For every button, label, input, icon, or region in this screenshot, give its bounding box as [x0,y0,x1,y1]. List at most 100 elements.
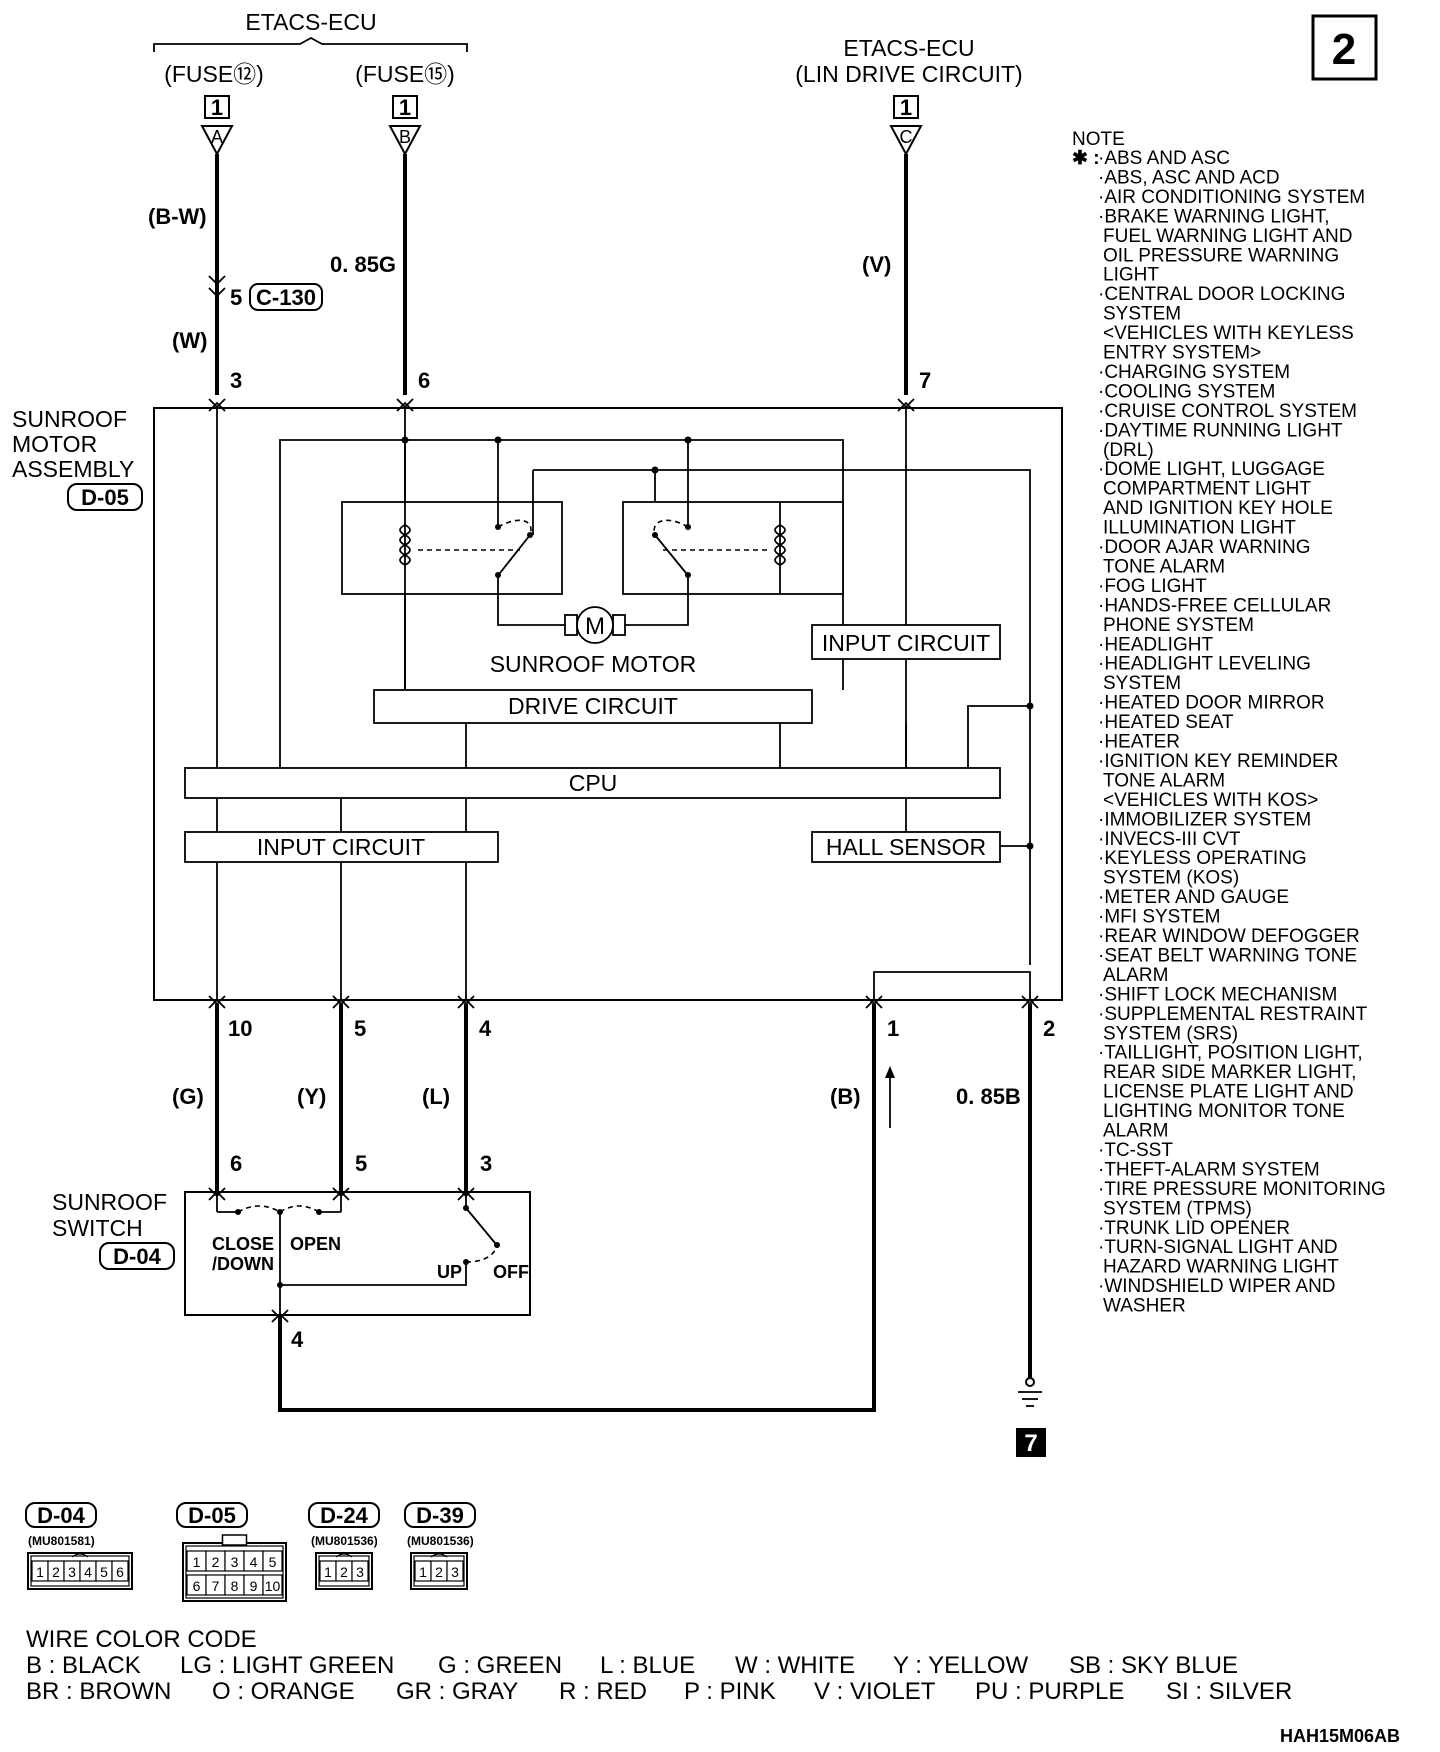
svg-text:1: 1 [211,95,223,120]
note-item: WASHER [1103,1296,1186,1317]
c130-connector-mark [208,275,226,298]
relay-left-internals [399,502,568,626]
note-item: ·TAILLIGHT, POSITION LIGHT, [1098,1043,1363,1064]
wire-color-entry: GR : GRAY [396,1678,518,1705]
note-item: ·TRUNK LID OPENER [1098,1218,1290,1239]
wire-color-entry: G : GREEN [438,1652,562,1679]
input-circuit-left-box [184,831,499,863]
assembly-code: D-05 [81,485,129,510]
switch-name-1: SUNROOF [52,1189,167,1215]
connector-part-number: (MU801536) [311,1534,378,1548]
connector-pin: 6 [116,1564,124,1580]
note-item: ·DOME LIGHT, LUGGAGE [1098,459,1325,480]
wire-label-y: (Y) [297,1084,326,1109]
sunroof-switch-box [184,1191,531,1316]
connector-pin: 2 [435,1564,443,1580]
figure-code: HAH15M06AB [1280,1726,1400,1746]
connector-pin: 1 [419,1564,427,1580]
pin-bottom-1: 1 [887,1016,899,1041]
pin-bottom-2: 2 [1043,1016,1055,1041]
note-item: ·COOLING SYSTEM [1098,381,1275,402]
switch-pin-4: 4 [291,1327,304,1352]
svg-text:1: 1 [900,95,912,120]
c130-badge [249,283,323,311]
connector-1-a: 1 A [200,95,234,157]
note-item: ·TIRE PRESSURE MONITORING [1098,1179,1386,1200]
connector-pin: 1 [193,1554,201,1570]
wire-color-entry: O : ORANGE [212,1678,355,1705]
wire-color-entry: B : BLACK [26,1652,141,1679]
assembly-name-3: ASSEMBLY [12,456,134,482]
note-item: ·CENTRAL DOOR LOCKING [1098,284,1345,305]
note-star: ✱ : [1072,148,1100,169]
note-item: LIGHTING MONITOR TONE [1103,1101,1345,1122]
connector-pin: 1 [36,1564,44,1580]
etacs-ecu-label: ETACS-ECU [245,9,376,35]
note-item: ·ABS, ASC AND ACD [1098,167,1280,188]
note-item: LIGHT [1103,265,1159,286]
note-list: ·ABS AND ASC·ABS, ASC AND ACD·AIR CONDIT… [1098,148,1386,1317]
connector-part-number: (MU801536) [407,1534,474,1548]
note-item: ·ABS AND ASC [1098,148,1230,169]
note-item: ·CRUISE CONTROL SYSTEM [1098,401,1357,422]
note-item: ·IGNITION KEY REMINDER [1098,751,1338,772]
connector-1-c: 1 C [889,95,923,157]
note-item: ·BRAKE WARNING LIGHT, [1098,206,1330,227]
svg-text:C: C [900,127,913,147]
note-item: ·HEATED DOOR MIRROR [1098,693,1325,714]
sunroof-motor-assembly-box [153,407,1063,1001]
note-item: ALARM [1103,1121,1168,1142]
note-item: SYSTEM (KOS) [1103,868,1239,889]
assembly-code-badge [67,483,143,511]
note-item: ·DOOR AJAR WARNING [1098,537,1311,558]
switch-name-2: SWITCH [52,1215,143,1241]
pin-top-3: 3 [230,368,242,393]
cpu-box [184,767,1001,799]
wire-color-entry: SB : SKY BLUE [1069,1652,1238,1679]
connector-part-number: (MU801581) [28,1534,95,1548]
switch-internals [216,1192,500,1315]
wire-color-entry: PU : PURPLE [975,1678,1124,1705]
ground-number: 7 [1024,1430,1037,1457]
wire-b [278,1004,876,1412]
wire-label-085g: 0. 85G [330,252,396,277]
note-item: ·SEAT BELT WARNING TONE [1098,945,1357,966]
wire-color-entry: V : VIOLET [814,1678,936,1705]
switch-pin-6: 6 [230,1151,242,1176]
note-item: ILLUMINATION LIGHT [1103,518,1296,539]
note-item: SYSTEM [1103,673,1181,694]
note-item: ·MFI SYSTEM [1098,907,1220,928]
note-item: <VEHICLES WITH KOS> [1103,790,1318,811]
connector-pin: 7 [212,1578,220,1594]
note-item: ·REAR WINDOW DEFOGGER [1098,926,1360,947]
page-number: 2 [1332,25,1356,74]
input-circuit-right-label: INPUT CIRCUIT [822,630,990,656]
fuse12-label: (FUSE⑫) [164,61,264,87]
note-item: PHONE SYSTEM [1103,615,1254,636]
c130-pin-5: 5 [230,285,242,310]
wire-label-l: (L) [422,1084,450,1109]
wire-label-b: (B) [830,1084,861,1109]
note-item: <VEHICLES WITH KEYLESS [1103,323,1354,344]
wire-color-entry: W : WHITE [735,1652,855,1679]
c130-code: C-130 [256,285,316,310]
etacs-lin-label: ETACS-ECU [843,35,974,61]
wire-color-entry: Y : YELLOW [893,1652,1029,1679]
input-circuit-right-box [811,624,1001,660]
note-item: ·SUPPLEMENTAL RESTRAINT [1098,1004,1368,1025]
input-circuit-left-label: INPUT CIRCUIT [257,834,425,860]
note-item: ENTRY SYSTEM> [1103,343,1261,364]
connector-pin: 3 [68,1564,76,1580]
note-item: ·HEADLIGHT [1098,634,1213,655]
note-item: REAR SIDE MARKER LIGHT, [1103,1062,1356,1083]
connector-pin: 6 [193,1578,201,1594]
wire-color-entry: LG : LIGHT GREEN [180,1652,394,1679]
connector-pin: 5 [100,1564,108,1580]
relay-right-internals [622,502,786,626]
sunroof-motor-symbol: M [564,606,626,644]
